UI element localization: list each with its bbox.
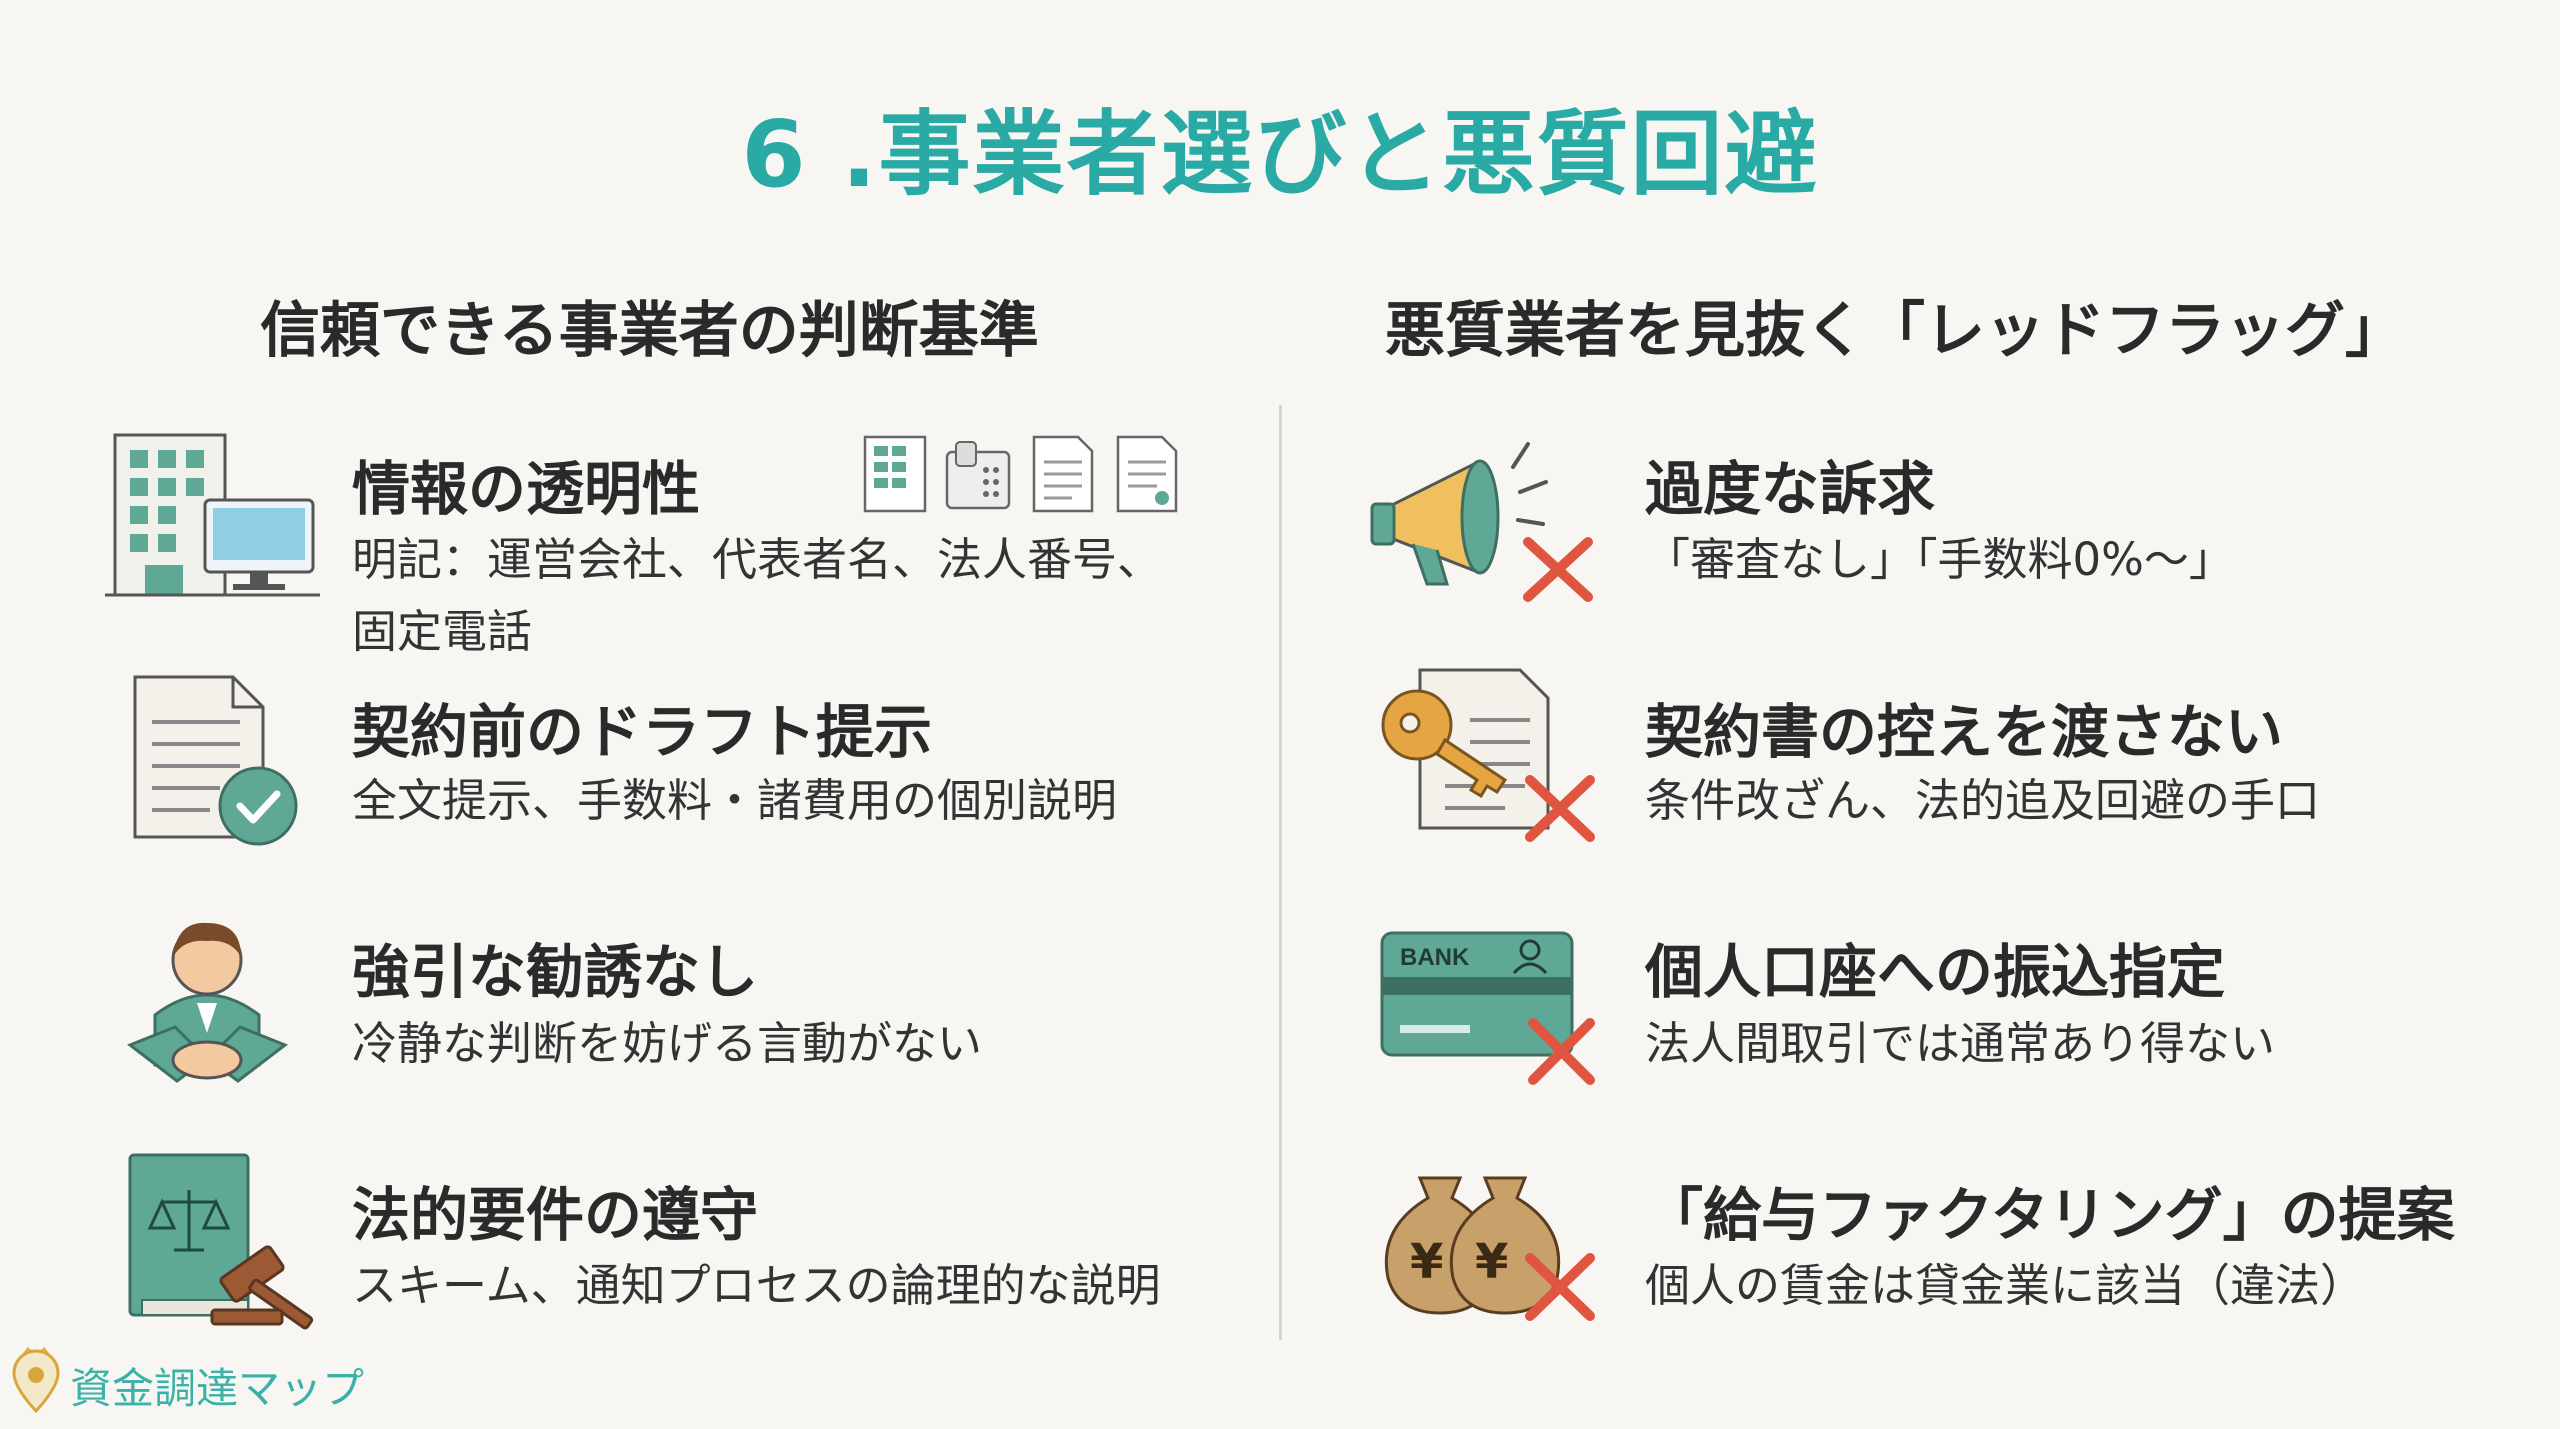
key-document-x-icon [1381,668,1595,842]
map-pin-icon [12,1346,60,1414]
bag-yen-symbol: ¥ [1410,1234,1443,1290]
item-description: 冷静な判断を妨げる言動がない [352,1017,983,1070]
bank-card-x-icon: BANK [1380,931,1595,1085]
law-book-gavel-icon [128,1153,314,1330]
office-building-icon [105,433,320,597]
card-bank-label: BANK [1400,944,1470,971]
item-description-cont: 固定電話 [352,605,533,658]
document-check-icon [133,675,298,846]
item-heading: 法的要件の遵守 [352,1181,759,1249]
item-heading: 情報の透明性 [352,455,701,523]
item-description: 明記：運営会社、代表者名、法人番号、 [352,533,1163,586]
right-column-heading: 悪質業者を見抜く「レッドフラッグ」 [1385,296,2405,366]
column-divider [1279,405,1282,1340]
item-heading: 契約前のドラフト提示 [352,698,933,766]
item-description: 個人の賃金は貸金業に該当（違法） [1645,1259,2366,1312]
item-heading: 契約書の控えを渡さない [1645,698,2284,766]
item-heading: 強引な勧誘なし [352,938,759,1006]
documents-phone-icon [863,435,1178,513]
item-description: 「審査なし」「手数料0%〜」 [1645,533,2234,586]
megaphone-x-icon [1370,442,1593,602]
item-heading: 個人口座への振込指定 [1645,938,2226,1006]
footer-logo: 資金調達マップ [8,1345,364,1415]
item-description: スキーム、通知プロセスの論理的な説明 [352,1259,1161,1312]
item-description: 条件改ざん、法的追及回避の手口 [1645,774,2321,827]
item-description: 法人間取引では通常あり得ない [1645,1017,2276,1070]
left-column-heading: 信頼できる事業者の判断基準 [260,296,1039,366]
item-heading: 過度な訴求 [1645,455,1936,523]
page-title: 6 .事業者選びと悪質回避 [741,101,1819,208]
bag-yen-symbol: ¥ [1475,1234,1508,1290]
item-description: 全文提示、手数料・諸費用の個別説明 [352,774,1118,827]
item-heading: 「給与ファクタリング」の提案 [1645,1181,2455,1249]
handshake-person-icon [126,922,289,1083]
money-bags-x-icon: ¥ ¥ [1384,1176,1595,1321]
footer-logo-text: 資金調達マップ [70,1364,365,1413]
